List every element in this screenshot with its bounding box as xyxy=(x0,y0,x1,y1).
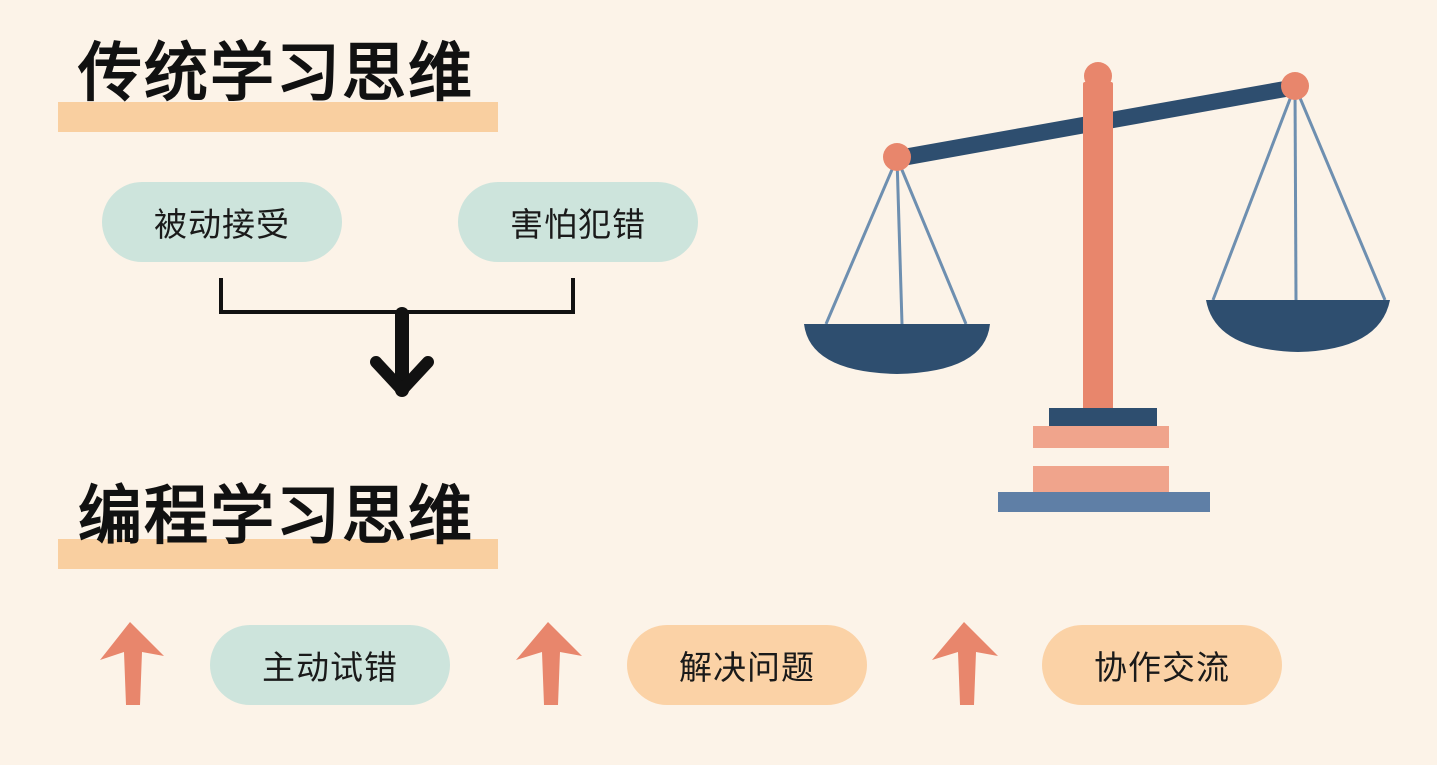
traditional-thinking-title: 传统学习思维 xyxy=(78,37,474,111)
pill-passive-acceptance: 被动接受 xyxy=(102,182,342,262)
arrow-up-icon xyxy=(100,622,164,705)
arrow-down-icon xyxy=(370,307,434,397)
pill-collaboration: 协作交流 xyxy=(1042,625,1282,705)
traditional-heading-block: 传统学习思维 xyxy=(58,37,498,132)
programming-heading-block: 编程学习思维 xyxy=(58,480,498,569)
balance-scale-icon xyxy=(804,62,1390,512)
arrow-up-icon xyxy=(516,622,582,705)
pill-problem-solving: 解决问题 xyxy=(627,625,867,705)
pill-active-trial-error: 主动试错 xyxy=(210,625,450,705)
bracket-connector xyxy=(219,278,575,314)
pill-fear-of-mistakes: 害怕犯错 xyxy=(458,182,698,262)
heading-highlight xyxy=(58,102,498,132)
arrow-up-icon xyxy=(932,622,998,705)
heading-highlight xyxy=(58,539,498,569)
programming-thinking-title: 编程学习思维 xyxy=(78,480,474,554)
